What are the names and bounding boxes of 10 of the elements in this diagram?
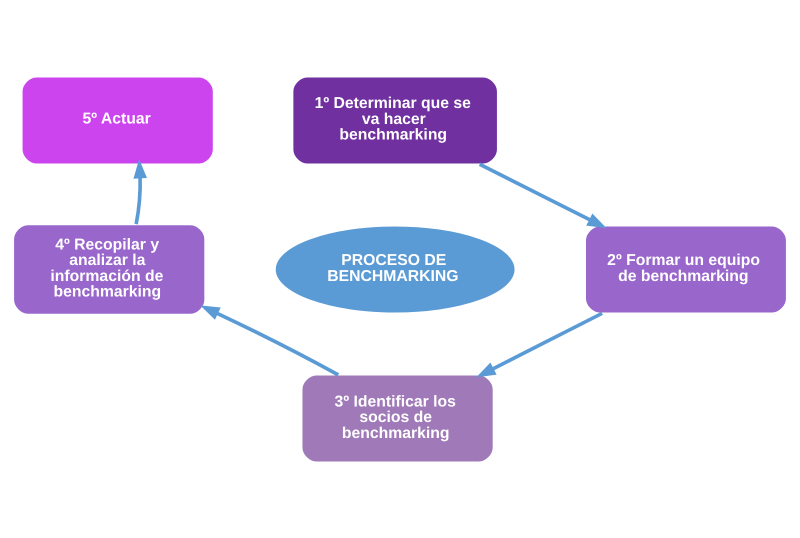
arrow xyxy=(478,162,607,228)
arrow xyxy=(200,304,340,376)
node-box: 1º Determinar que se va hacer benchmarking xyxy=(292,76,498,164)
node-box: 2º Formar un equipo de benchmarking xyxy=(584,224,788,314)
node-box: 3º Identificar los socios de benchmarking xyxy=(301,374,494,462)
node-box: 5º Actuar xyxy=(21,76,214,164)
node-ellipse: PROCESO DE BENCHMARKING xyxy=(274,224,516,314)
arrow xyxy=(133,158,147,224)
node-box: 4º Recopilar y analizar la información de benchmarking xyxy=(12,224,206,314)
arrow xyxy=(476,311,603,377)
